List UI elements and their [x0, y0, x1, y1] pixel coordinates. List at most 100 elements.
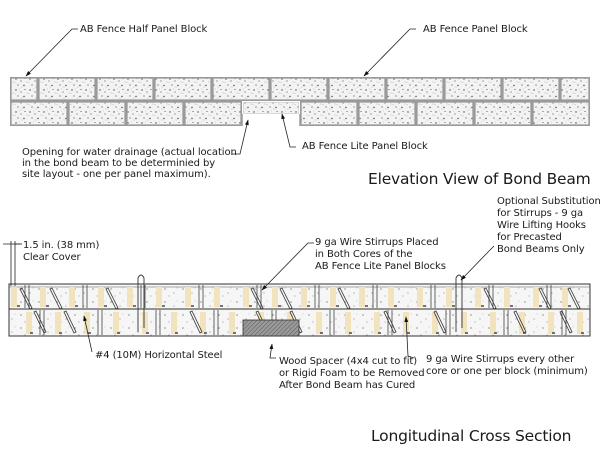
panel-block [387, 78, 443, 100]
label-optional-substitution: Optional Substitution for Stirrups - 9 g… [497, 196, 600, 255]
label-clear-cover: 1.5 in. (38 mm) Clear Cover [23, 240, 100, 263]
panel-block [301, 102, 357, 125]
block-web [301, 287, 307, 307]
block-web [243, 287, 249, 307]
panel-block [533, 102, 589, 125]
block-web [171, 312, 177, 334]
block-web [417, 287, 423, 307]
beam-outline [8, 283, 591, 337]
panel-block [39, 78, 95, 100]
wire-stirrup [19, 287, 33, 310]
label-wire-stirrups-placed: 9 ga Wire Stirrups Placed in Both Cores … [315, 237, 446, 272]
elevation-view-title: Elevation View of Bond Beam [368, 170, 591, 188]
panel-block [417, 102, 473, 125]
wire-stirrup [513, 310, 527, 334]
block-web [200, 312, 206, 334]
label-panel-block: AB Fence Panel Block [423, 24, 528, 35]
label-horizontal-steel: #4 (10M) Horizontal Steel [95, 350, 223, 361]
block-web [229, 312, 235, 334]
block-web [214, 287, 220, 307]
block-web [490, 312, 496, 334]
wire-stirrup [63, 310, 77, 334]
half-panel-block [11, 78, 37, 100]
wood-spacer [242, 319, 300, 337]
lite-panel-block [243, 102, 299, 114]
block-web [40, 287, 46, 307]
leader-panel [363, 28, 416, 77]
label-drainage-opening: Opening for water drainage (actual locat… [22, 147, 237, 180]
leader-optional-sub [460, 245, 495, 281]
leader-lite-panel [281, 113, 296, 148]
leader-horizontal-steel [83, 315, 93, 353]
block-web [533, 287, 539, 307]
block-web [127, 287, 133, 307]
panel-block [155, 78, 211, 100]
panel-block [445, 78, 501, 100]
label-half-panel-block: AB Fence Half Panel Block [80, 24, 208, 35]
panel-block [127, 102, 183, 125]
wire-stirrup [279, 287, 293, 310]
block-web [374, 312, 380, 334]
panel-block [561, 78, 589, 100]
block-web [446, 287, 452, 307]
block-web [475, 287, 481, 307]
elevation-wall [10, 77, 590, 127]
panel-block [271, 78, 327, 100]
block-web [316, 312, 322, 334]
label-wire-stirrups-every-other: 9 ga Wire Stirrups every other core or o… [426, 354, 588, 377]
leader-stirrups-every-other [404, 316, 415, 359]
panel-block [185, 102, 241, 125]
leader-drainage [232, 119, 249, 155]
panel-block [359, 102, 415, 125]
block-web [156, 287, 162, 307]
wire-stirrup [483, 287, 497, 310]
block-web [388, 287, 394, 307]
panel-block [11, 102, 67, 125]
wire-stirrup [538, 287, 552, 310]
block-web [272, 287, 278, 307]
lifting-hook [137, 274, 145, 332]
leader-half-panel [25, 28, 78, 77]
block-web [577, 312, 583, 334]
cross-section-beam [8, 274, 591, 337]
block-web [185, 287, 191, 307]
block-web [11, 287, 17, 307]
wire-stirrup [567, 287, 581, 310]
panel-block [503, 78, 559, 100]
wire-stirrup [383, 310, 397, 334]
clear-cover-dimension [3, 241, 22, 286]
block-web [562, 287, 568, 307]
block-web [432, 312, 438, 334]
block-web [504, 287, 510, 307]
block-web [26, 312, 32, 334]
panel-block [329, 78, 385, 100]
panel-block [475, 102, 531, 125]
block-web [461, 312, 467, 334]
wire-stirrup [189, 310, 203, 334]
block-web [548, 312, 554, 334]
panel-block [97, 78, 153, 100]
wire-stirrup [33, 310, 47, 334]
wire-stirrup [105, 287, 119, 310]
label-wood-spacer: Wood Spacer (4x4 cut to fit) or Rigid Fo… [279, 356, 425, 391]
cross-section-title: Longitudinal Cross Section [371, 427, 572, 445]
block-web [55, 312, 61, 334]
panel-block [69, 102, 125, 125]
wire-stirrup [49, 287, 63, 310]
panel-block [213, 78, 269, 100]
leader-stirrups-placed [261, 242, 314, 291]
wire-stirrup [250, 287, 264, 310]
block-web [330, 287, 336, 307]
block-web [359, 287, 365, 307]
block-web [142, 312, 148, 334]
block-web [113, 312, 119, 334]
label-lite-panel-block: AB Fence Lite Panel Block [302, 141, 428, 152]
wire-stirrup [559, 310, 573, 334]
wire-stirrup [433, 310, 447, 334]
leader-wood-spacer [269, 343, 276, 359]
block-web [345, 312, 351, 334]
wire-stirrup [337, 287, 351, 310]
block-web [98, 287, 104, 307]
block-web [84, 312, 90, 334]
